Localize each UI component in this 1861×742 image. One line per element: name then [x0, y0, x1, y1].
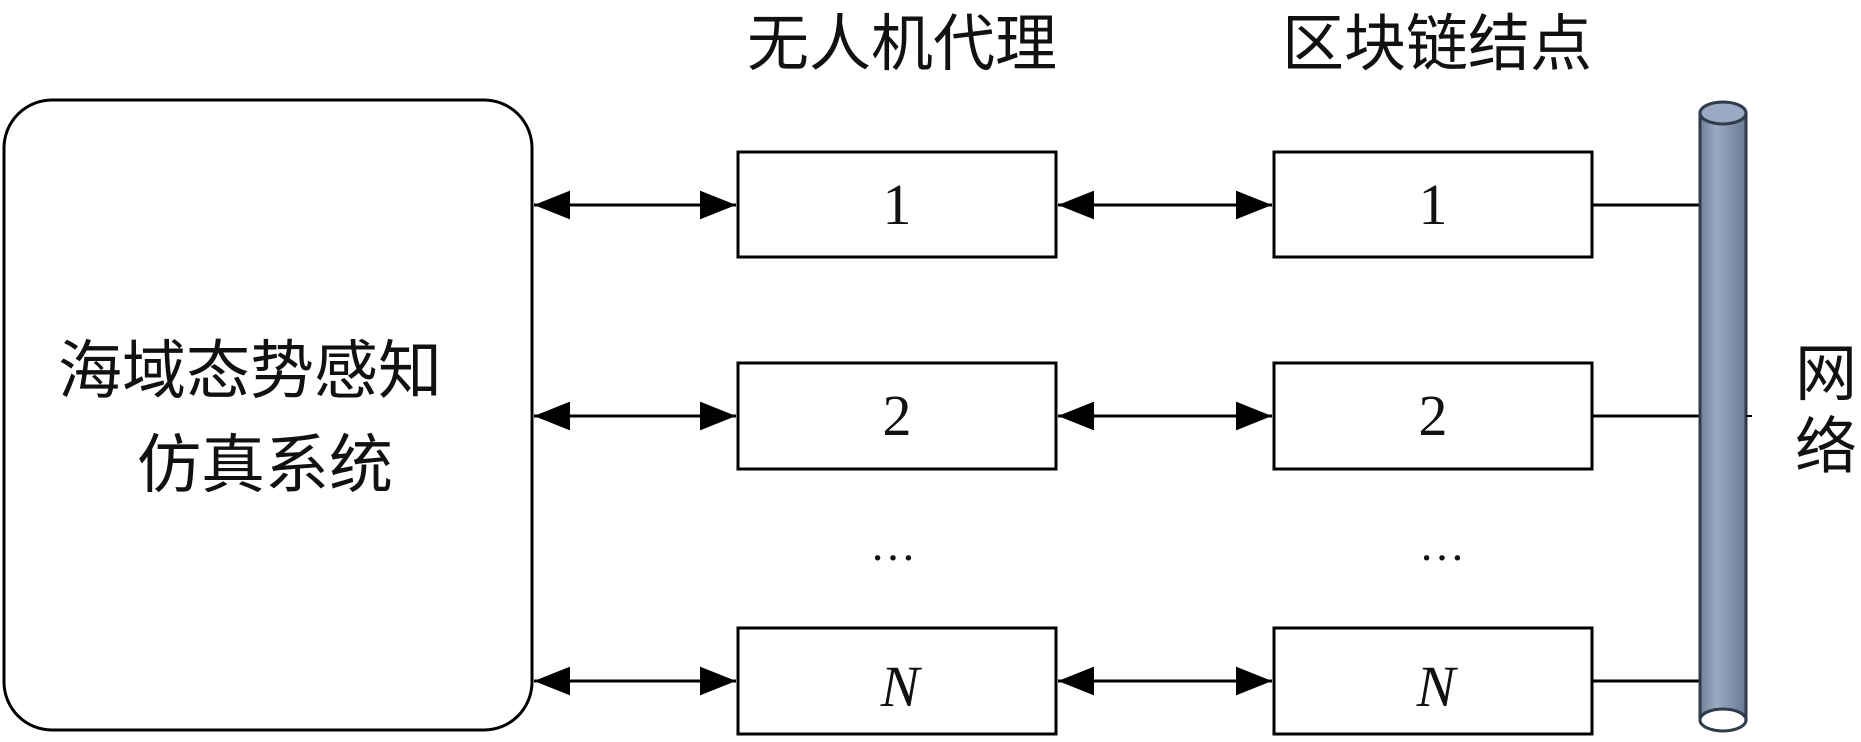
network-pipe-top [1698, 100, 1748, 126]
row-n: N N [534, 626, 1701, 736]
node-label-n: N [1416, 654, 1459, 719]
agent-box-2 [736, 361, 1058, 471]
agent-label-1: 1 [883, 172, 912, 237]
agent-ellipsis: … [870, 519, 916, 570]
network-label-line2: 络 [1795, 410, 1857, 483]
network-pipe [1698, 100, 1752, 733]
network-label-line1: 网 [1795, 337, 1857, 410]
nodes-column-title: 区块链结点 [1282, 7, 1592, 80]
agents-column-title: 无人机代理 [747, 7, 1057, 80]
row-1: 1 1 [534, 150, 1701, 259]
node-ellipsis: … [1419, 519, 1465, 570]
agent-label-2: 2 [883, 383, 912, 448]
simulation-system-box [2, 98, 534, 732]
simulation-system-label-line1: 海域态势感知 [58, 335, 442, 409]
node-label-1: 1 [1419, 172, 1448, 237]
network-pipe-bottom-opening [1698, 707, 1748, 733]
agent-label-n: N [880, 654, 923, 719]
simulation-system-label-line2: 仿真系统 [137, 429, 393, 503]
node-label-2: 2 [1419, 383, 1448, 448]
node-box-1 [1272, 150, 1594, 259]
network-pipe-body [1698, 111, 1748, 722]
row-2: 2 2 [534, 361, 1701, 471]
agent-box-n [736, 626, 1058, 736]
simulation-system-block: 海域态势感知 仿真系统 [2, 98, 534, 732]
node-box-n [1272, 626, 1594, 736]
agent-box-1 [736, 150, 1058, 259]
